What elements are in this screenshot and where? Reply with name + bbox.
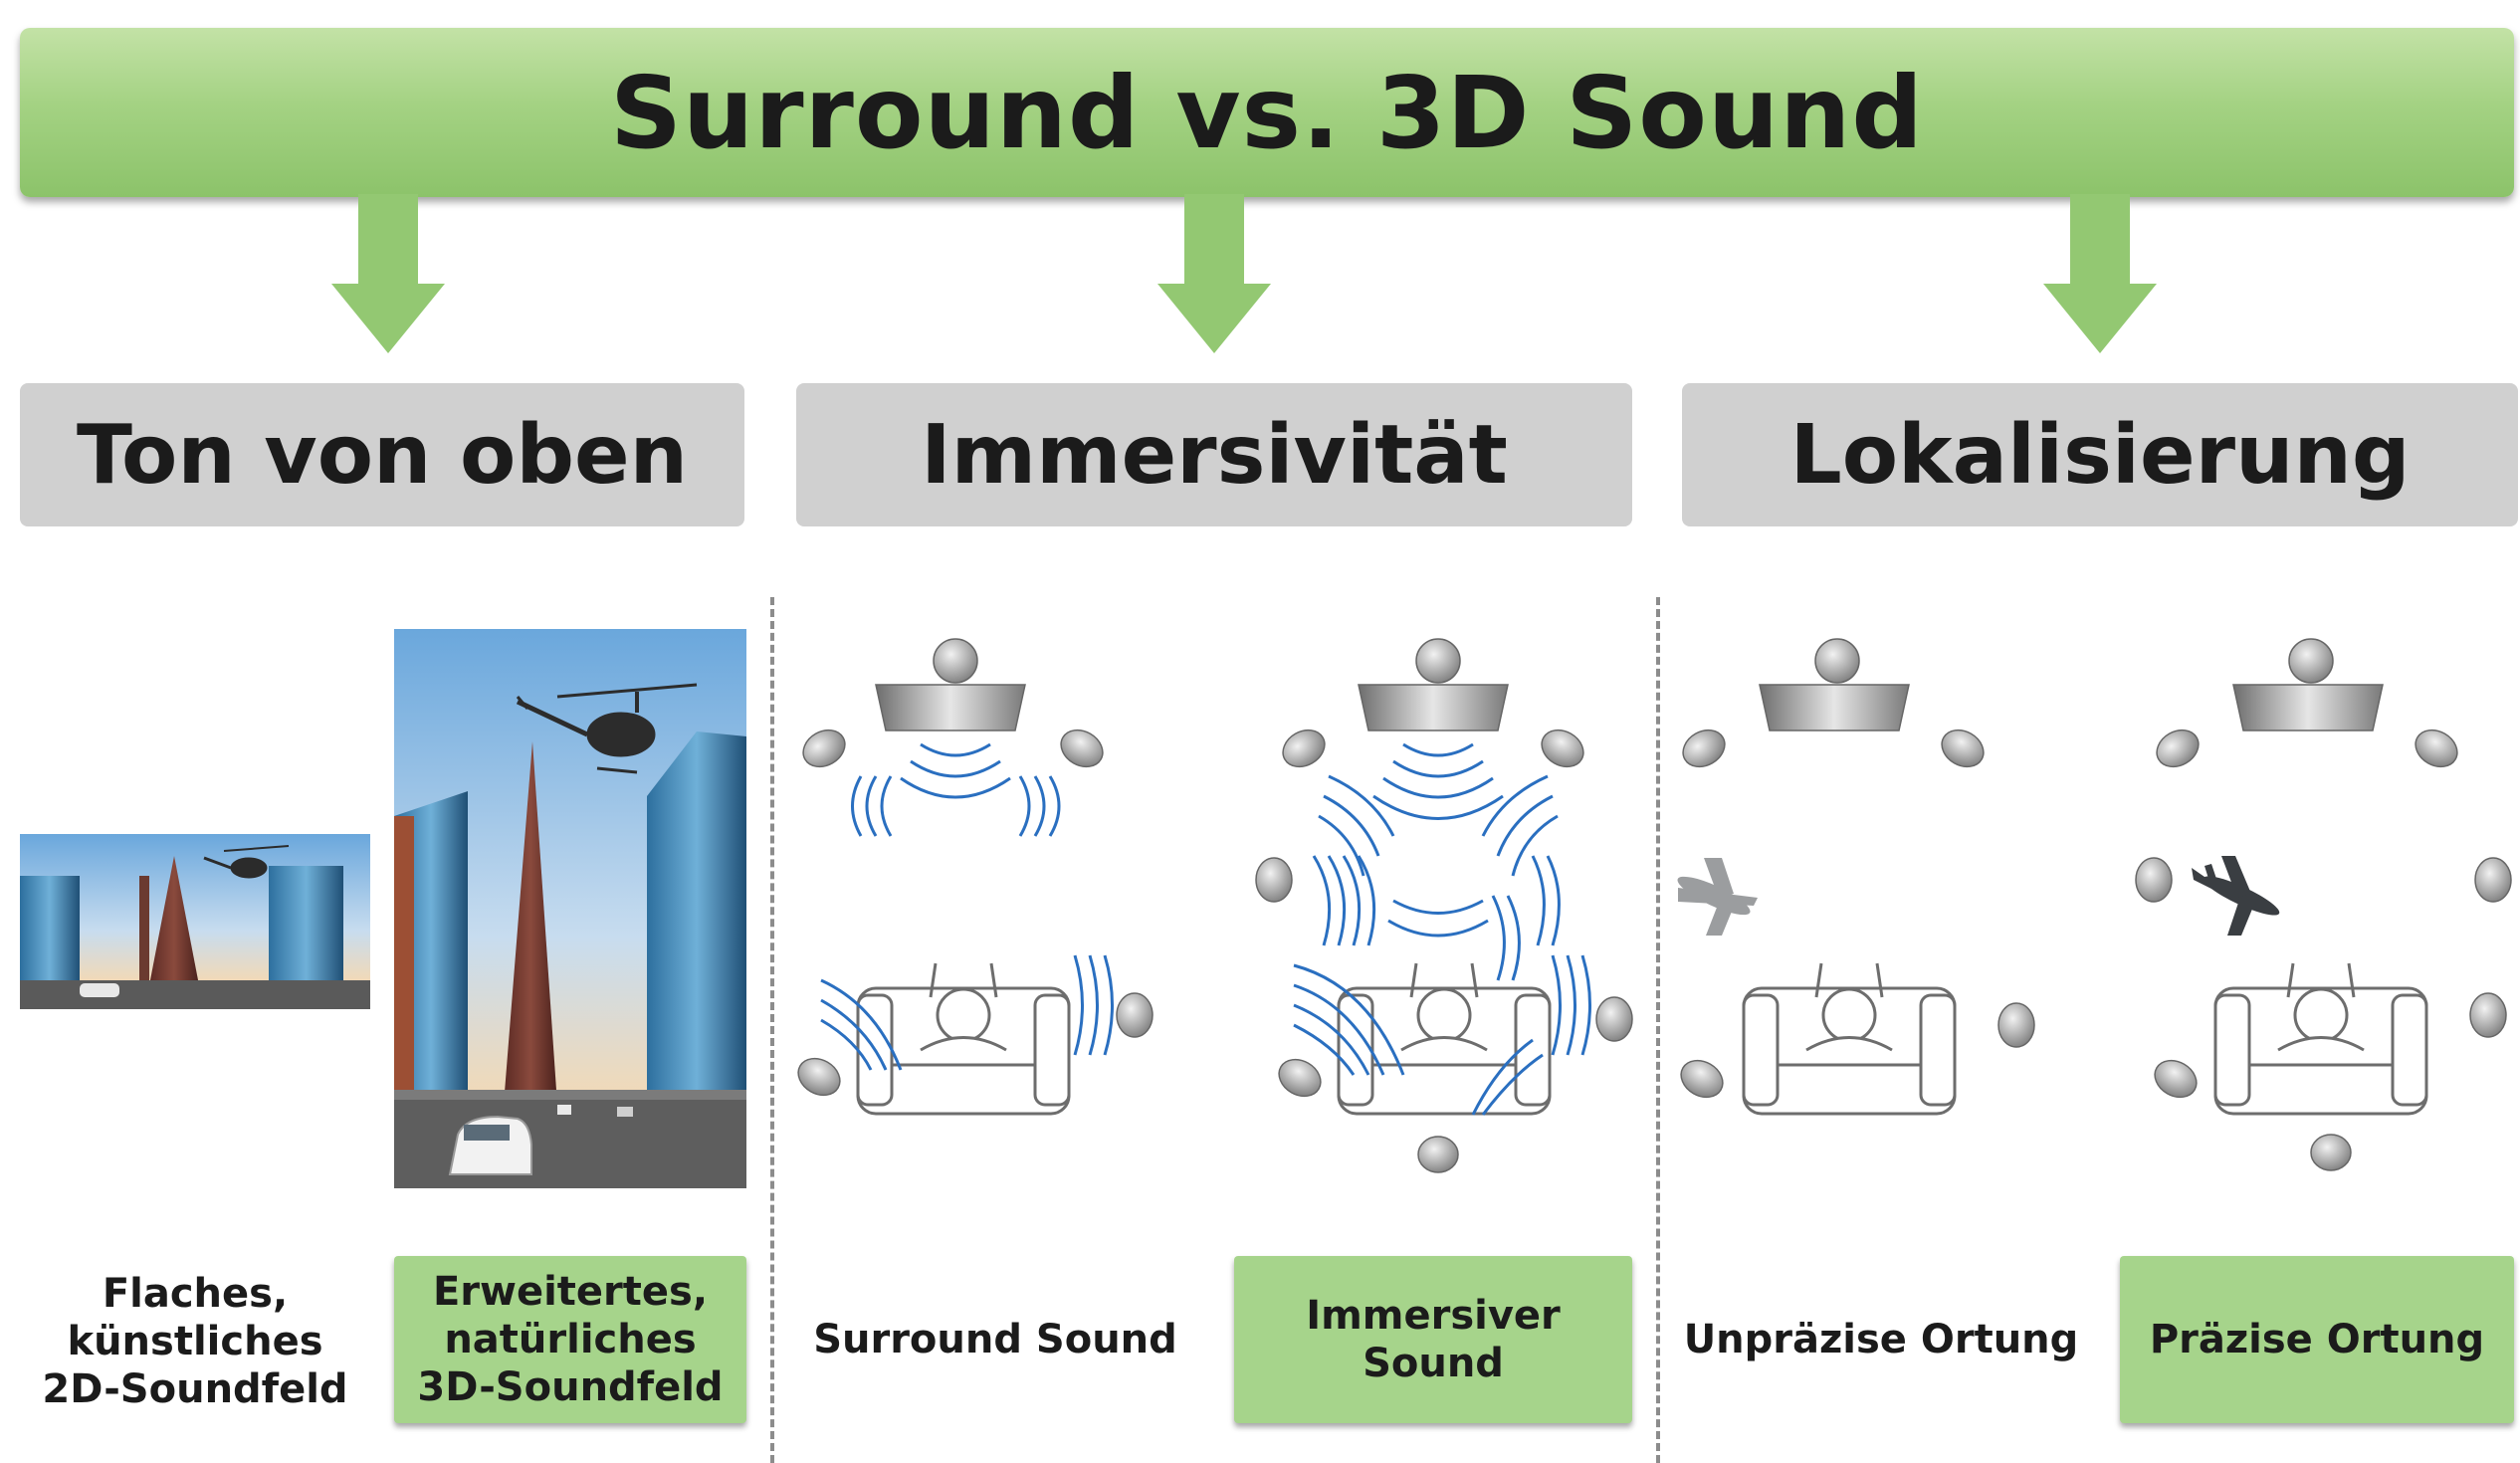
sofa-icon	[1742, 986, 1957, 1116]
caption-text: Präzise Ortung	[2149, 1317, 2485, 1362]
speaker-icon	[2474, 857, 2512, 903]
airplane-icon	[1677, 858, 1758, 936]
car	[448, 1115, 532, 1175]
caption-text: Flaches, künstliches 2D-Soundfeld	[42, 1271, 348, 1412]
category-label: Lokalisierung	[1789, 407, 2411, 503]
caption-extended-3d-soundfield: Erweitertes, natürliches 3D-Soundfeld	[394, 1256, 746, 1423]
column-divider	[1656, 597, 1660, 1463]
helicopter-icon	[516, 683, 698, 774]
category-label: Ton von oben	[76, 407, 689, 503]
speaker-icon	[2154, 1059, 2198, 1099]
scene-immersive-sound	[1255, 638, 1633, 1173]
speaker-icon	[1759, 638, 1910, 732]
caption-immersive-sound: Immersiver Sound	[1234, 1256, 1632, 1423]
speaker-icon	[1282, 729, 1326, 768]
diagram-title: Surround vs. 3D Sound	[610, 54, 1924, 171]
caption-text: Immersiver Sound	[1306, 1293, 1561, 1386]
listener-icon	[2277, 962, 2365, 1052]
down-arrow-icon	[1157, 194, 1271, 353]
listener-icon	[1805, 962, 1893, 1052]
listener-icon	[920, 962, 1007, 1052]
listener-icon	[1400, 962, 1488, 1052]
sound-wave-icon	[820, 742, 1114, 1071]
speaker-icon	[1595, 996, 1633, 1042]
speaker-icon	[1278, 1058, 1322, 1098]
speaker-icon	[875, 638, 1026, 732]
speaker-icon	[1680, 1059, 1724, 1099]
category-lokalisierung: Lokalisierung	[1682, 383, 2518, 526]
speaker-icon	[802, 729, 846, 768]
speaker-icon	[2135, 857, 2173, 903]
speaker-icon	[1541, 729, 1584, 768]
speaker-icon	[1682, 729, 1726, 768]
category-immersivitaet: Immersivität	[796, 383, 1632, 526]
airplane-icon	[2192, 856, 2280, 936]
caption-surround-sound: Surround Sound	[796, 1256, 1194, 1423]
speaker-icon	[1255, 857, 1293, 903]
speaker-icon	[2156, 729, 2200, 768]
speaker-icon	[2310, 1134, 2352, 1171]
speaker-icon	[2415, 729, 2458, 768]
helicopter-icon	[203, 845, 290, 879]
speaker-icon	[1116, 992, 1154, 1038]
category-ton-von-oben: Ton von oben	[20, 383, 744, 526]
speaker-icon	[2232, 638, 2384, 732]
speaker-icon	[1997, 1002, 2035, 1048]
speaker-icon	[2469, 992, 2507, 1038]
sound-wave-icon	[1293, 742, 1591, 1116]
down-arrow-icon	[2043, 194, 2157, 353]
down-arrow-icon	[331, 194, 445, 353]
scene-precise-localization	[2135, 638, 2512, 1171]
caption-text: Erweitertes, natürliches 3D-Soundfeld	[417, 1269, 724, 1410]
city-photo-large	[394, 629, 746, 1188]
speaker-icon	[1417, 1136, 1459, 1173]
title-bar: Surround vs. 3D Sound	[20, 28, 2514, 197]
caption-imprecise-localization: Unpräzise Ortung	[1682, 1256, 2080, 1423]
column-divider	[770, 597, 774, 1463]
speaker-icon	[797, 1057, 841, 1097]
speaker-icon	[1060, 729, 1104, 768]
caption-precise-localization: Präzise Ortung	[2120, 1256, 2514, 1423]
category-label: Immersivität	[921, 407, 1508, 503]
speaker-icon	[1941, 729, 1985, 768]
scene-surround-sound	[797, 638, 1154, 1116]
caption-text: Surround Sound	[813, 1317, 1177, 1362]
caption-text: Unpräzise Ortung	[1683, 1317, 2079, 1362]
scene-imprecise-localization	[1677, 638, 2035, 1116]
caption-flat-2d-soundfield: Flaches, künstliches 2D-Soundfeld	[20, 1256, 370, 1427]
speaker-icon	[1358, 638, 1509, 732]
city-photo-small	[20, 834, 370, 1009]
